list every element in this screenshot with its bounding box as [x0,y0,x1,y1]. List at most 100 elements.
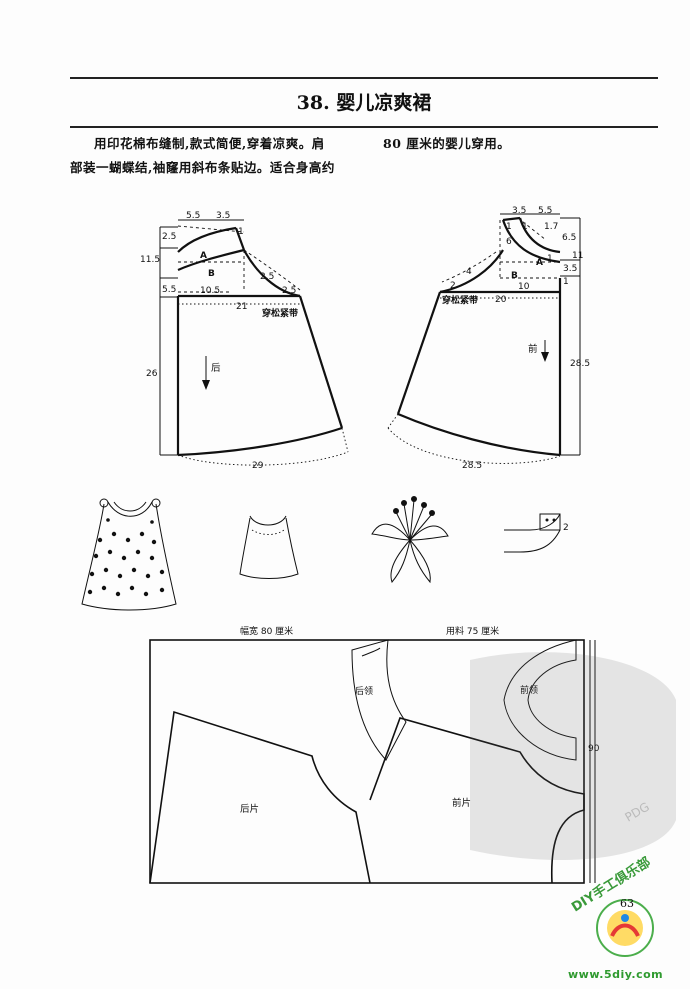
back-piece-shape [149,710,371,884]
back-label-shoulder-w: 3.5 [216,211,230,221]
front-label-6: 6 [506,237,512,247]
front-piece-label: 前 [528,343,538,355]
front-label-hem: 28.5 [462,461,482,471]
front-gather-label: 穿松紧带 [442,294,478,306]
dress-shoulder-bow-left [99,498,109,508]
page-title: 38. 婴儿凉爽裙 [296,92,432,114]
collar-piece-shape [504,513,561,553]
back-label-a: A [200,251,207,261]
back-label-chest: 21 [236,302,247,312]
intro-text-left: 用印花棉布缝制,款式简便,穿着凉爽。肩 部装一蝴蝶结,袖窿用斜布条贴边。适合身高… [70,132,370,180]
bow-leaf-bottom-left [390,539,411,584]
collar-piece-icon: 2 [504,513,569,553]
back-guide [177,225,245,233]
back-neck-curve [177,226,237,253]
back-label-hem: 29 [252,461,264,471]
back-label-lower-drop: 5.5 [162,285,176,295]
front-label-curve: 1.7 [544,222,558,232]
back-label-25b: 2.5 [282,286,296,296]
back-collar-piece [351,639,407,761]
front-label-4: 4 [466,267,472,277]
plain-dress-collar [249,515,287,526]
title-rule [70,126,658,128]
bow-stamens [395,499,433,541]
front-collar-label: 前领 [520,684,538,696]
back-label-b: B [208,269,215,279]
back-label-armhole-drop: 11.5 [140,255,160,265]
back-collar-label: 后领 [355,685,373,697]
front-label-1a: 1 [506,222,512,232]
front-piece-shape [369,717,585,884]
front-label-b: B [511,271,518,281]
dress-shoulder-bow-right [151,498,161,508]
dress-illustration-printed [81,498,177,611]
diy-club-logo [596,899,654,957]
intro-text-right: 80 厘米的婴儿穿用。 [383,136,511,151]
back-label-neck-drop: 2.5 [162,232,176,242]
watermark-stamp [470,652,676,860]
intro-line-2: 部装一蝴蝶结,袖窿用斜布条贴边。适合身高约 [70,160,335,175]
watermark-site: www.5diy.com [568,968,664,981]
plain-dress-body [239,517,299,579]
front-label-1c: 1 [547,254,553,264]
front-shoulder [502,216,521,222]
front-armhole [439,249,504,294]
front-label-1d: 1 [563,277,569,287]
front-label-1b: 1 [522,222,528,232]
front-label-a: A [536,258,543,268]
front-label-lower-drop: 3.5 [563,264,577,274]
dress-collar-outer [107,501,153,517]
front-strap-inner [518,217,561,254]
back-side-seam [298,295,344,429]
back-collar-inner [361,647,381,657]
back-hem-guide [341,427,349,453]
bow-leaf-left [371,523,412,541]
fabric-use-label: 用料 75 厘米 [446,625,499,637]
back-grain-arrowhead [202,380,210,390]
front-hem-dim [387,427,561,464]
back-hem-dim [177,451,349,466]
bow-stamen-tips [393,496,435,516]
back-label-neck-w: 5.5 [186,211,200,221]
collar-button [545,518,549,522]
flower-bow-icon [371,496,449,584]
back-armhole [243,249,301,298]
front-grain-arrowhead [541,352,549,362]
intro-line-1: 用印花棉布缝制,款式简便,穿着凉爽。肩 [94,136,325,151]
back-label-bust-half: 10.5 [200,286,220,296]
bow-leaf-right [408,525,449,541]
front-collar-piece [503,639,577,761]
cutting-layout: 幅宽 80 厘米 用料 75 厘米 90 后领 前领 后片 前片 [149,625,600,884]
back-hem [177,426,343,457]
back-label-1: 1 [238,227,244,237]
front-label-bust-half: 10 [518,282,530,292]
back-piece-layout-label: 后片 [240,803,259,815]
front-piece-layout-label: 前片 [452,797,471,809]
collar-tab-label: 2 [563,523,569,533]
front-hem-guide [387,413,399,429]
top-rule [70,77,658,79]
plain-dress-gather [251,529,285,535]
front-label-neck-w: 5.5 [538,206,552,216]
page-number: 63 [620,897,634,910]
front-hem [397,412,561,457]
front-label-chest: 20 [495,295,507,305]
collar-button [552,518,556,522]
front-armhole-guide [441,251,497,283]
front-label-neck-drop: 6.5 [562,233,576,243]
back-gather-label: 穿松紧带 [262,307,298,319]
dress-collar-inner [113,501,147,512]
front-label-shoulder-w: 3.5 [512,206,526,216]
front-pattern: 3.5 5.5 1.7 6.5 11 3.5 10 20 28.5 28.5 A… [387,206,590,471]
back-piece-label: 后 [211,363,221,374]
front-label-2: 2 [450,281,456,291]
front-side-seam [396,291,442,415]
front-label-length: 28.5 [570,359,590,369]
dress-print-dots [87,518,165,597]
fabric-width-label: 幅宽 80 厘米 [240,625,293,637]
collar-tab [539,513,561,531]
dress-body-outline [81,503,177,611]
fabric-height-label: 90 [588,744,600,754]
back-armhole-guide [243,249,301,291]
